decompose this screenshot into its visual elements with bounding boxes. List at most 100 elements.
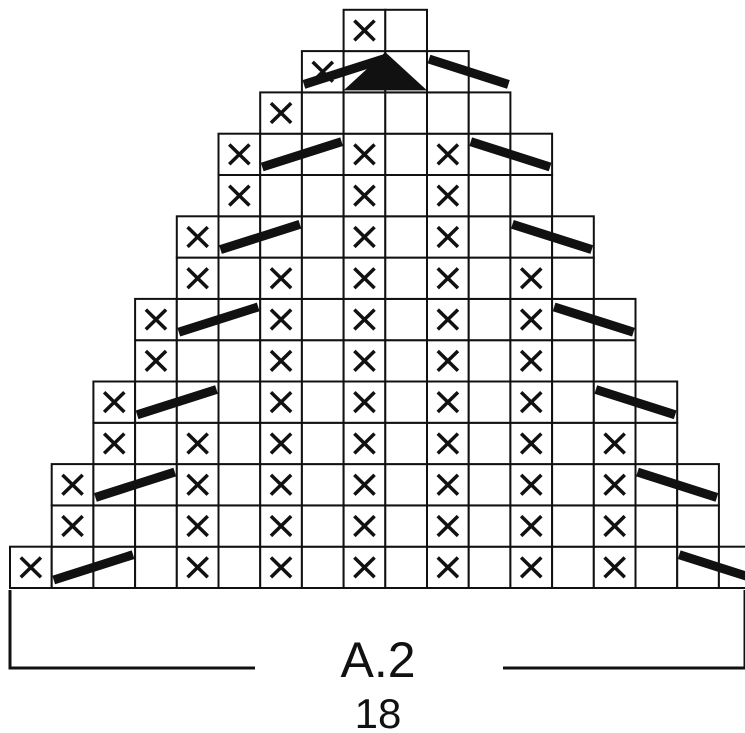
left-decrease-slash-icon xyxy=(219,220,302,254)
chart-cell xyxy=(551,380,595,424)
chart-cell xyxy=(551,421,595,466)
chart-cell xyxy=(384,545,428,590)
chart-cell xyxy=(634,421,679,466)
x-stitch-icon xyxy=(269,432,293,455)
left-decrease-slash-icon xyxy=(302,54,385,89)
chart-cell xyxy=(467,339,512,383)
x-stitch-icon xyxy=(436,514,460,538)
x-stitch-icon xyxy=(186,556,209,579)
chart-cell xyxy=(300,339,345,383)
chart-cell xyxy=(426,91,470,135)
chart-cell xyxy=(175,339,220,383)
chart-cell xyxy=(217,421,262,466)
x-stitch-icon xyxy=(436,391,460,414)
center-triangle-icon xyxy=(343,52,427,91)
x-stitch-icon xyxy=(186,514,209,538)
chart-cell xyxy=(634,545,679,590)
chart-cell xyxy=(217,256,262,300)
chart-grid xyxy=(9,8,745,590)
chart-cell xyxy=(384,174,428,218)
x-stitch-icon xyxy=(228,143,251,166)
chart-cell xyxy=(300,421,345,466)
x-stitch-icon xyxy=(353,349,376,372)
chart-cell xyxy=(384,380,428,424)
x-stitch-icon xyxy=(269,101,293,125)
chart-cell xyxy=(384,421,428,466)
x-stitch-icon xyxy=(436,225,460,249)
x-stitch-icon xyxy=(436,308,460,331)
x-stitch-icon xyxy=(436,267,460,290)
chart-cell xyxy=(551,339,595,383)
chart-cell xyxy=(217,463,262,507)
x-stitch-icon xyxy=(519,556,543,579)
chart-cell xyxy=(467,215,512,259)
chart-cell xyxy=(300,256,345,300)
x-stitch-icon xyxy=(436,432,460,455)
x-stitch-icon xyxy=(269,308,293,331)
x-stitch-icon xyxy=(353,514,376,538)
chart-cell xyxy=(467,297,512,342)
chart-cell xyxy=(300,463,345,507)
chart-cell xyxy=(551,545,595,590)
chart-cell xyxy=(342,132,387,176)
x-stitch-icon xyxy=(269,391,293,414)
x-stitch-icon xyxy=(102,432,126,455)
chart-cell xyxy=(50,504,95,548)
stitch-count-label: 18 xyxy=(355,690,402,733)
left-decrease-slash-icon xyxy=(94,467,177,502)
chart-cell xyxy=(467,91,512,135)
x-stitch-icon xyxy=(269,556,293,579)
x-stitch-icon xyxy=(436,473,460,496)
x-stitch-icon xyxy=(269,267,293,290)
chart-cell xyxy=(384,132,428,176)
left-decrease-slash-icon xyxy=(260,137,343,172)
x-stitch-icon xyxy=(228,184,251,207)
x-stitch-icon xyxy=(269,349,293,372)
right-decrease-slash-icon xyxy=(677,550,745,581)
right-decrease-slash-icon xyxy=(511,220,594,254)
chart-cell xyxy=(467,421,512,466)
chart-cell xyxy=(217,174,262,218)
chart-cell xyxy=(551,256,595,300)
chart-cell xyxy=(384,8,428,53)
x-stitch-icon xyxy=(519,349,543,372)
chart-cell xyxy=(509,174,554,218)
x-stitch-icon xyxy=(603,514,626,538)
chart-cell xyxy=(217,380,262,424)
chart-cell xyxy=(509,256,554,300)
chart-cell xyxy=(551,463,595,507)
x-stitch-icon xyxy=(19,556,43,579)
chart-cell xyxy=(175,421,220,466)
x-stitch-icon xyxy=(269,473,293,496)
x-stitch-icon xyxy=(603,432,626,455)
chart-cell xyxy=(426,132,470,176)
x-stitch-icon xyxy=(353,473,376,496)
x-stitch-icon xyxy=(144,349,168,372)
x-stitch-icon xyxy=(353,225,376,249)
chart-cell xyxy=(217,504,262,548)
x-stitch-icon xyxy=(144,308,168,331)
chart-cell xyxy=(342,91,387,135)
chart-cell xyxy=(300,380,345,424)
x-stitch-icon xyxy=(519,473,543,496)
chart-cell xyxy=(384,463,428,507)
chart-cell xyxy=(509,545,554,590)
chart-cell xyxy=(384,91,428,135)
chart-cell xyxy=(551,504,595,548)
x-stitch-icon xyxy=(519,308,543,331)
x-stitch-icon xyxy=(186,432,209,455)
chart-cell xyxy=(300,91,345,135)
x-stitch-icon xyxy=(102,391,126,414)
x-stitch-icon xyxy=(603,473,626,496)
chart-cell xyxy=(467,463,512,507)
x-stitch-icon xyxy=(519,267,543,290)
chart-cell xyxy=(467,380,512,424)
right-decrease-slash-icon xyxy=(427,54,510,89)
chart-cell xyxy=(134,504,178,548)
x-stitch-icon xyxy=(186,473,209,496)
x-stitch-icon xyxy=(353,432,376,455)
chart-cell xyxy=(384,297,428,342)
x-stitch-icon xyxy=(353,267,376,290)
left-decrease-slash-icon xyxy=(177,302,260,337)
